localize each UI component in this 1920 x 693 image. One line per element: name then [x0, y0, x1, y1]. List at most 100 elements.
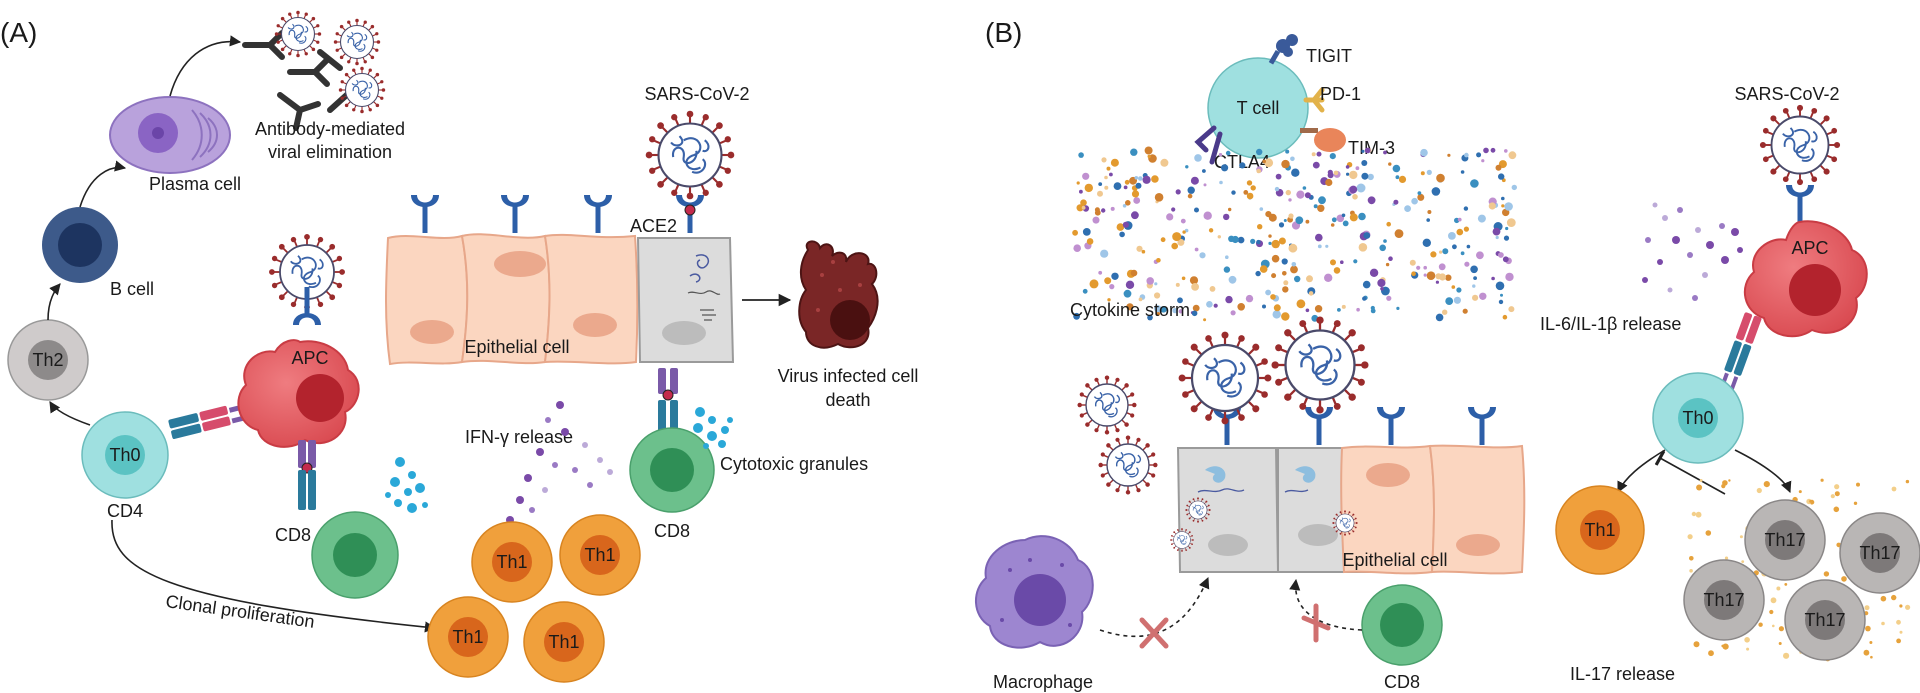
dashed-arrow — [1099, 576, 1210, 638]
plasma-cell — [109, 96, 231, 174]
cytokine-dot — [1411, 197, 1418, 205]
ace2-receptor-icon — [1377, 407, 1405, 445]
il17-dot — [1756, 487, 1762, 494]
cytokine-dot — [1456, 228, 1464, 236]
il17-dot — [1746, 647, 1750, 651]
il17-dot — [1708, 650, 1714, 657]
cytokine-dot — [1110, 158, 1119, 167]
cytokine-dot — [1123, 289, 1132, 298]
cytokine-dot — [1333, 267, 1341, 274]
cytokine-dot — [1231, 190, 1236, 195]
cytokine-dot — [1191, 310, 1198, 317]
il17-dot — [1899, 630, 1903, 634]
cytokine-dot — [1451, 285, 1456, 289]
il17-dot — [1869, 641, 1873, 644]
cytokine-dot — [1166, 213, 1174, 221]
cytokine-dot — [1502, 256, 1509, 263]
cytokine-dot — [1094, 207, 1100, 213]
il17-dot — [1778, 642, 1782, 645]
il17-dot — [1739, 535, 1743, 539]
cytokine-dot — [1364, 147, 1371, 154]
inhibition-line — [1654, 450, 1726, 495]
cytokine-dot — [1352, 194, 1358, 200]
cytokine-dot — [1498, 173, 1505, 180]
cytokine-dot — [1317, 244, 1322, 249]
cytokine-dot — [1278, 237, 1286, 245]
il17-dot — [1880, 595, 1887, 602]
cytokine-dot — [1435, 313, 1444, 322]
cytokine-dot — [1370, 308, 1376, 314]
cytokine-dot — [1505, 272, 1514, 282]
th2-label: Th2 — [32, 350, 63, 370]
cytokine-dot — [1237, 303, 1245, 311]
il17-dot — [1905, 604, 1911, 610]
granules — [385, 457, 428, 513]
cytokine-dot — [1288, 198, 1292, 202]
cytokine-dot — [1175, 282, 1180, 287]
cytokine-dot — [1199, 252, 1206, 259]
cytokine-dot — [1345, 165, 1350, 169]
il17-dot — [1691, 511, 1697, 517]
cytokine-dot — [1314, 305, 1323, 313]
cytokine-dot — [1317, 204, 1325, 212]
cytokine-dot — [1155, 311, 1161, 316]
cytokine-dot — [1460, 170, 1465, 174]
arrow — [49, 401, 91, 426]
cytokine-dot — [1265, 289, 1271, 296]
blocked-cross-icon — [1139, 617, 1169, 649]
ace2-receptor-icon — [1213, 407, 1241, 445]
cytokine-dot — [1104, 185, 1109, 190]
cytokine-dot — [1275, 173, 1282, 180]
cytokine-dot — [1208, 228, 1214, 233]
cytokine-dot — [1177, 297, 1183, 304]
cytokine-dot — [1185, 165, 1189, 169]
cytokine-dot — [1457, 217, 1462, 222]
cytokine-dot — [1316, 151, 1322, 157]
cytokine-dot — [1225, 295, 1233, 304]
virus-icon — [644, 109, 736, 201]
il17-dot — [1758, 622, 1763, 627]
il17-dot — [1783, 652, 1790, 659]
il17-dot — [1863, 649, 1870, 656]
arrow — [47, 283, 61, 321]
il17-dot — [1689, 569, 1693, 573]
cytokine-dot — [1472, 284, 1476, 288]
cytokine-dot — [1225, 255, 1229, 259]
th17-label: Th17 — [1859, 543, 1900, 563]
th0-cell: Th0 — [81, 411, 169, 499]
cytokine-dot — [1081, 205, 1086, 210]
cytokine-dot — [1239, 162, 1246, 169]
cytokine-dot — [1228, 275, 1237, 284]
cytokine-dot — [1367, 196, 1376, 205]
cytokine-dot — [1097, 190, 1103, 197]
cytokine-dot — [1325, 244, 1329, 248]
cytokine-dot — [1423, 273, 1427, 277]
il17-dot — [1763, 481, 1770, 488]
cytokine-dot — [1288, 213, 1294, 219]
th0-b-cell: Th0 — [1652, 372, 1744, 464]
cytokine-dot — [1156, 258, 1161, 263]
th17-cell: Th17 — [1784, 579, 1866, 661]
il17-dot — [1722, 643, 1729, 650]
arrow — [1617, 449, 1666, 494]
cytokine-dot — [1430, 251, 1437, 258]
cytokine-dot — [1268, 241, 1272, 245]
cytokine-dot — [1082, 288, 1088, 294]
th1-label: Th1 — [452, 627, 483, 647]
il17-dot — [1891, 594, 1897, 601]
cytokine-dot — [1131, 190, 1140, 198]
cytokine-dot — [1495, 281, 1505, 291]
cytokine-dot — [1076, 181, 1080, 185]
cytokine-dot — [1330, 259, 1336, 266]
cytokine-dot — [1495, 235, 1499, 240]
cytokine-dot — [1273, 304, 1281, 312]
tim3-receptor-icon — [1300, 128, 1346, 152]
cytokine-dot — [1308, 291, 1314, 296]
th0-b-label: Th0 — [1682, 408, 1713, 428]
antibody-cluster — [242, 30, 369, 131]
cytokine-dot — [1259, 207, 1264, 211]
cytokine-storm-dots — [1072, 146, 1518, 322]
ace2-receptor-icon — [501, 195, 529, 233]
cytokine-dot — [1282, 271, 1287, 276]
virus-icon — [275, 11, 321, 57]
